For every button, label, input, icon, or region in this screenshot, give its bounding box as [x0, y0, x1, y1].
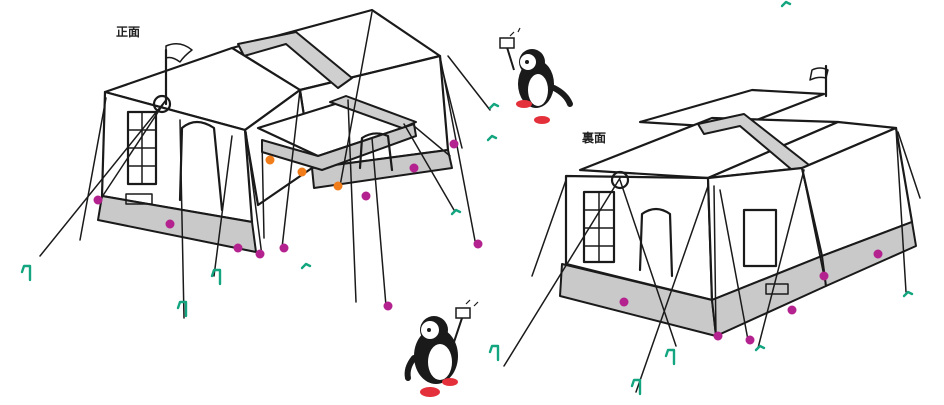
- peg-point: [620, 298, 629, 307]
- tent-stake-icon: [212, 270, 220, 284]
- tent-stake-icon: [904, 292, 912, 296]
- tent-stake-icon: [178, 302, 186, 316]
- peg-point: [746, 336, 755, 345]
- grommet-point: [266, 156, 275, 165]
- tent-stake-icon: [490, 346, 498, 360]
- tent-stake-icon: [22, 266, 30, 280]
- peg-point: [874, 250, 883, 259]
- front-view-label: 正面: [116, 25, 140, 39]
- peg-point: [714, 332, 723, 341]
- peg-point: [280, 244, 289, 253]
- tent-stake-icon: [782, 2, 790, 6]
- tent-stake-icon: [302, 264, 310, 268]
- peg-point: [384, 302, 393, 311]
- grommet-point: [334, 182, 343, 191]
- tent-stake-icon: [490, 104, 498, 108]
- back-view-label: 裏面: [581, 130, 606, 145]
- peg-point: [474, 240, 483, 249]
- tent-stake-icon: [452, 210, 460, 214]
- tent-stake-icon: [756, 346, 764, 350]
- peg-point: [820, 272, 829, 281]
- tent-stake-icon: [488, 136, 496, 140]
- flag-icon: [166, 44, 192, 62]
- peg-point: [410, 164, 419, 173]
- peg-point: [362, 192, 371, 201]
- peg-point: [256, 250, 265, 259]
- back-view-tent: [504, 2, 920, 394]
- penguin-with-hammer-icon: [500, 28, 570, 124]
- tent-stake-icon: [666, 350, 674, 364]
- peg-point: [166, 220, 175, 229]
- grommet-point: [298, 168, 307, 177]
- peg-point: [94, 196, 103, 205]
- peg-point: [450, 140, 459, 149]
- front-view-tent: [22, 10, 498, 360]
- peg-point: [234, 244, 243, 253]
- peg-point: [788, 306, 797, 315]
- penguin-with-hammer-icon: [408, 300, 478, 397]
